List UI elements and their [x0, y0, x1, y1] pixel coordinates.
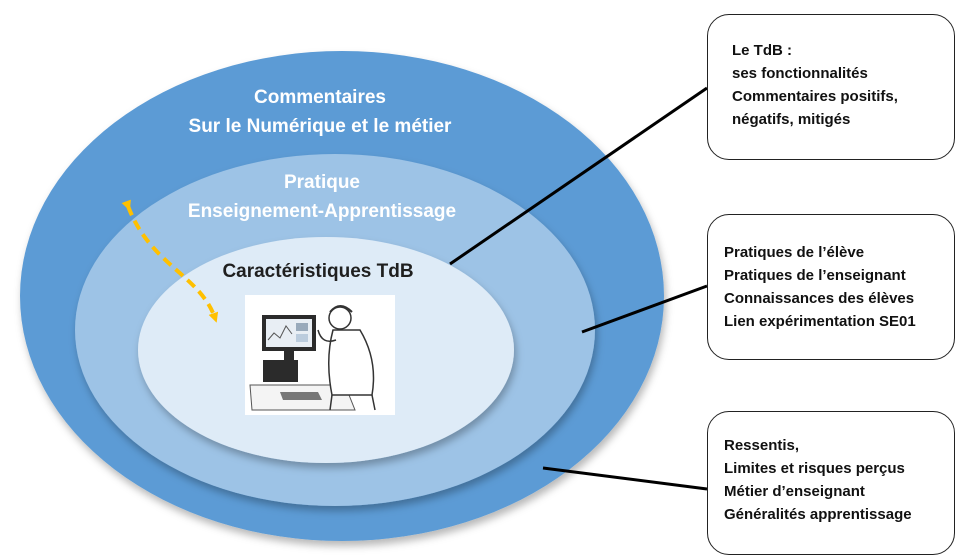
- callout-line: Généralités apprentissage: [724, 506, 912, 523]
- callout-line: Métier d’enseignant: [724, 483, 865, 500]
- outer-ring-title: Commentaires: [254, 87, 386, 108]
- outer-ring-subtitle: Sur le Numérique et le métier: [189, 116, 453, 137]
- two-way-arrow: [121, 199, 219, 323]
- callout-line: Le TdB :: [732, 42, 792, 59]
- middle-ring-subtitle: Enseignement-Apprentissage: [188, 201, 456, 222]
- callout-line: Limites et risques perçus: [724, 460, 905, 477]
- connector-line-1: [449, 86, 708, 266]
- callout-line: ses fonctionnalités: [732, 65, 868, 82]
- callout-perceptions: Ressentis, Limites et risques perçus Mét…: [707, 411, 955, 555]
- callout-line: négatifs, mitigés: [732, 111, 851, 128]
- callout-tdb-features: Le TdB : ses fonctionnalités Commentaire…: [707, 14, 955, 160]
- callout-line: Lien expérimentation SE01: [724, 313, 916, 330]
- connector-line-2: [581, 284, 708, 334]
- callout-line: Ressentis,: [724, 437, 800, 454]
- callout-line: Pratiques de l’élève: [724, 244, 865, 261]
- callout-teaching-practice: Pratiques de l’élève Pratiques de l’ense…: [707, 214, 955, 360]
- inner-ring-title: Caractéristiques TdB: [222, 261, 413, 282]
- connector-line-3: [542, 466, 708, 491]
- person-at-computer-icon: [245, 295, 395, 415]
- callout-line: Commentaires positifs,: [732, 88, 898, 105]
- callout-line: Pratiques de l’enseignant: [724, 267, 906, 284]
- callout-line: Connaissances des élèves: [724, 290, 915, 307]
- middle-ring-title: Pratique: [284, 172, 360, 193]
